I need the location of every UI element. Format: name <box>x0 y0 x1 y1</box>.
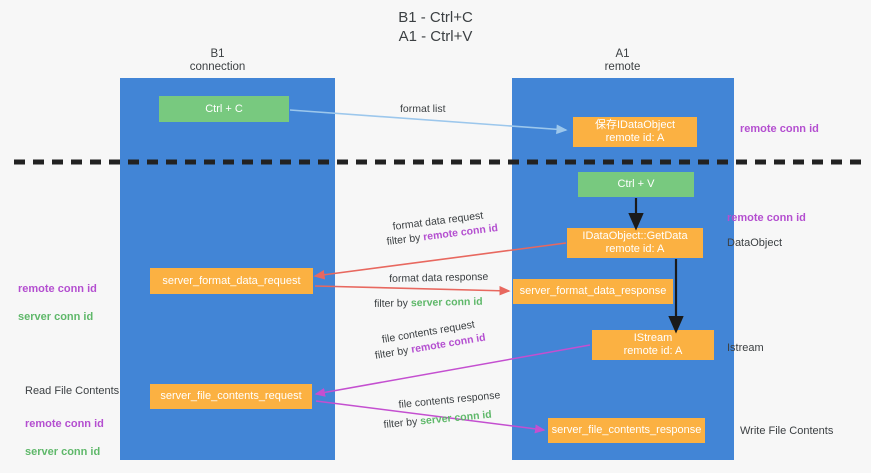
caption-filter-prefix: filter by <box>383 415 421 431</box>
caption-filter-key-server: server conn id <box>419 408 493 428</box>
caption-file-contents-response-filter: filter by server conn id <box>383 409 492 432</box>
page-title: B1 - Ctrl+C A1 - Ctrl+V <box>398 9 473 45</box>
box-save-idataobject[interactable]: 保存IDataObject remote id: A <box>573 117 697 147</box>
lane-header-a1: A1 remote <box>604 48 641 73</box>
box-server-file-contents-response[interactable]: server_file_contents_response <box>548 418 705 443</box>
box-server-format-data-response[interactable]: server_format_data_response <box>513 279 673 304</box>
box-server-format-data-request[interactable]: server_format_data_request <box>150 268 313 294</box>
caption-filter-key-server: server conn id <box>410 295 483 310</box>
annotation-remote-conn-id: remote conn id <box>18 283 97 295</box>
annotation-left-keys-bottom: remote conn id server conn id <box>25 403 104 473</box>
annotation-remote-conn-id-mid: remote conn id <box>727 212 806 224</box>
annotation-left-keys-mid: remote conn id server conn id <box>18 268 97 338</box>
box-istream[interactable]: IStream remote id: A <box>592 330 714 360</box>
box-server-file-contents-request[interactable]: server_file_contents_request <box>150 384 312 409</box>
caption-format-data-response: format data response <box>389 270 489 285</box>
arrow-format-data-response <box>314 285 511 296</box>
annotation-server-conn-id: server conn id <box>18 311 94 323</box>
annotation-dataobject: DataObject <box>727 237 783 249</box>
annotation-write-file-contents: Write File Contents <box>740 425 834 437</box>
caption-filter-prefix: filter by <box>386 231 424 248</box>
annotation-remote-conn-id-top: remote conn id <box>740 123 819 135</box>
caption-format-data-response-filter: filter by server conn id <box>374 296 483 311</box>
annotation-server-conn-id: server conn id <box>25 446 101 458</box>
annotation-read-file-contents: Read File Contents <box>25 385 120 397</box>
lane-header-b1: B1 connection <box>189 48 246 73</box>
box-ctrl-c[interactable]: Ctrl + C <box>159 96 289 122</box>
box-idataobject-getdata[interactable]: IDataObject::GetData remote id: A <box>567 228 703 258</box>
annotation-istream: Istream <box>727 342 764 354</box>
caption-filter-prefix: filter by <box>374 297 412 310</box>
caption-format-list: format list <box>400 103 446 115</box>
box-ctrl-v[interactable]: Ctrl + V <box>578 172 694 197</box>
annotation-remote-conn-id: remote conn id <box>25 418 104 430</box>
caption-filter-prefix: filter by <box>374 343 413 362</box>
